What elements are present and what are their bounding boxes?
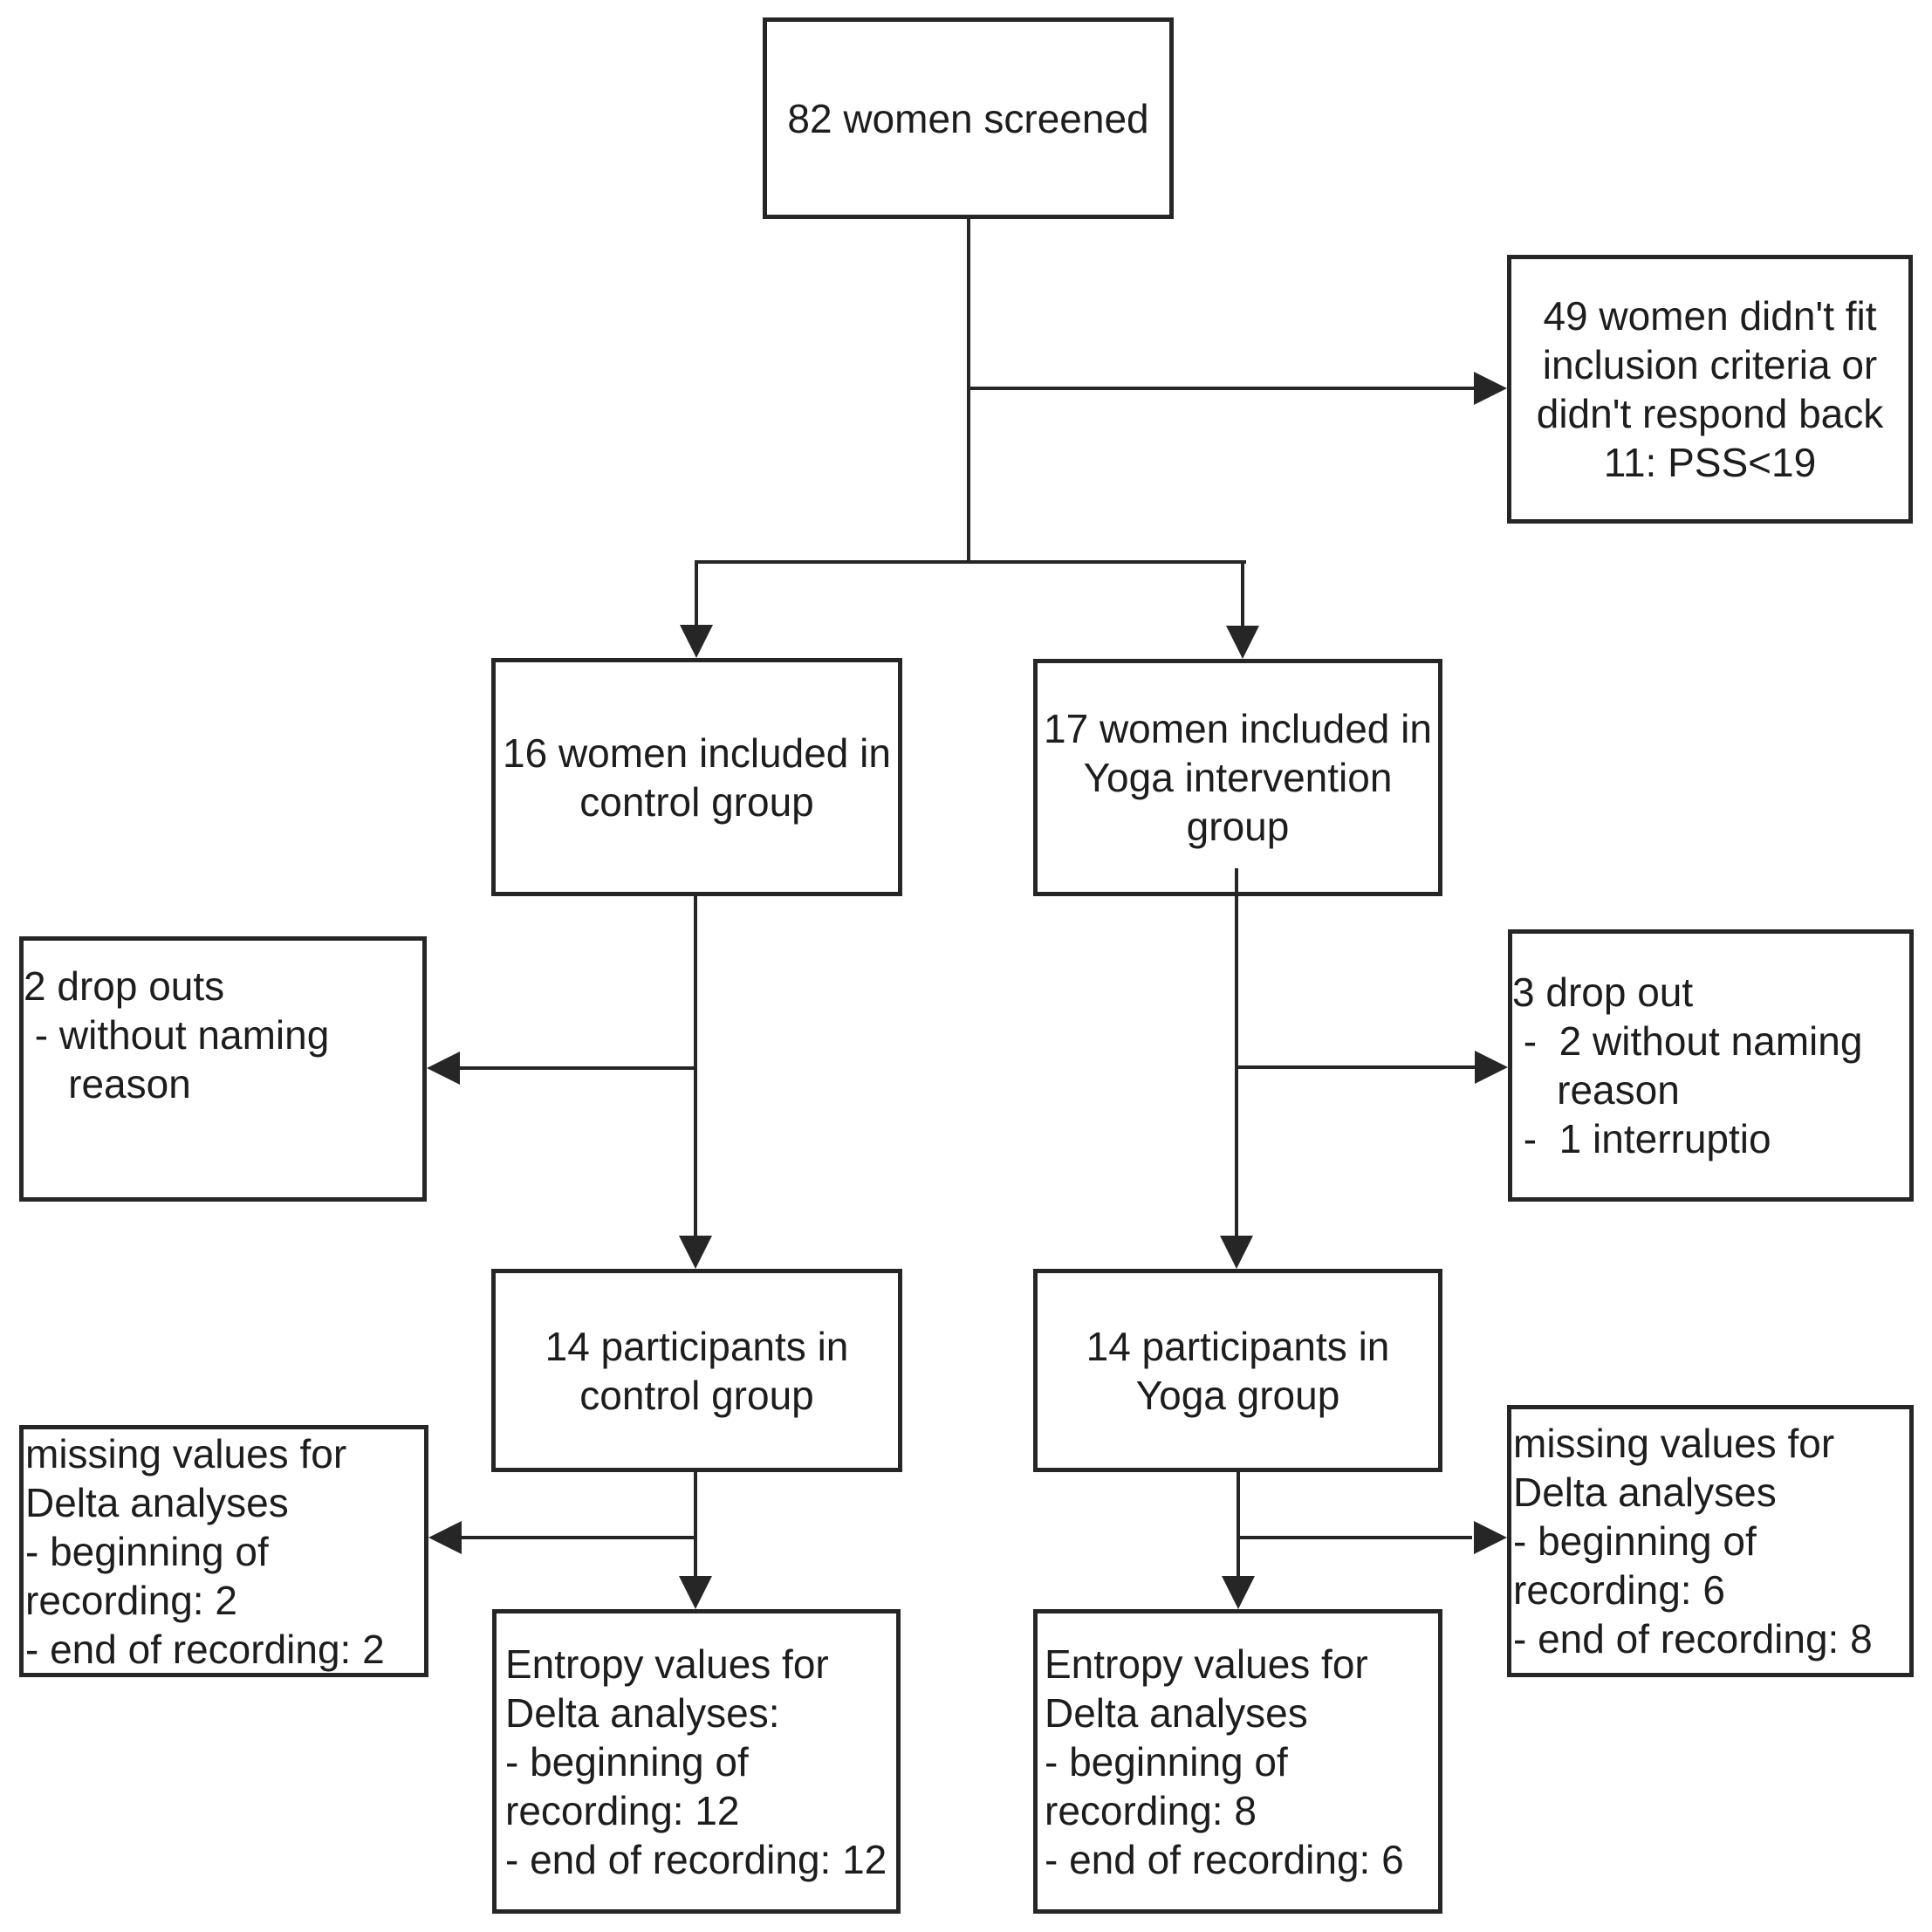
arrowhead-into-control-included [680, 625, 713, 658]
box-text-line: - end of recording: 6 [1045, 1836, 1404, 1882]
connector-to-control-dropouts [458, 1066, 695, 1070]
box-text-line: 17 women included in [1044, 706, 1432, 751]
box-text-line: - beginning of [505, 1738, 749, 1785]
box-text-line: - end of recording: 8 [1513, 1616, 1873, 1661]
box-text-line: 3 drop out [1512, 969, 1694, 1015]
box-text-line: - beginning of [1513, 1518, 1757, 1564]
arrowhead-into-control-dropouts [427, 1052, 460, 1085]
box-text-line: Entropy values for [1045, 1641, 1368, 1687]
box-text-line: Yoga group [1135, 1372, 1340, 1418]
arrowhead-into-yoga-participants [1220, 1236, 1253, 1269]
arrowhead-into-control-missing [428, 1521, 462, 1554]
box-control-dropouts: 2 drop outs - without naming reason [19, 936, 427, 1202]
box-text-line: recording: 8 [1045, 1787, 1257, 1833]
box-text-line: 49 women didn't fit [1543, 293, 1877, 339]
box-text-line: Yoga intervention [1083, 755, 1393, 800]
arrowhead-into-control-entropy [679, 1576, 712, 1609]
box-yoga-dropouts: 3 drop out - 2 without naming reason - 1… [1508, 929, 1914, 1202]
box-women-screened: 82 women screened [763, 17, 1174, 219]
connector-split-bar [695, 560, 1246, 564]
box-text-line: reason [1512, 1067, 1680, 1113]
box-text-line: - beginning of [25, 1528, 269, 1574]
box-text-line: inclusion criteria or [1542, 342, 1878, 387]
connector-to-excluded [969, 387, 1476, 390]
connector-yoga-participants-to-entropy [1237, 1472, 1240, 1578]
connector-to-control-missing [460, 1536, 695, 1539]
connector-control-included-to-participants [694, 896, 697, 1237]
box-text-line: reason [24, 1061, 191, 1106]
box-text-line: - end of recording: 12 [505, 1836, 887, 1882]
box-text-line: control group [579, 1372, 814, 1418]
arrowhead-into-yoga-dropouts [1475, 1051, 1508, 1084]
box-text-line: control group [579, 778, 814, 825]
connector-to-yoga-dropouts [1237, 1065, 1475, 1069]
box-text-line: Delta analyses [1513, 1470, 1777, 1515]
box-text-line: missing values for [25, 1430, 347, 1476]
box-text-line: 14 participants in [545, 1323, 849, 1369]
box-text-line: didn't respond back [1536, 391, 1884, 436]
box-text-line: Entropy values for [505, 1641, 829, 1687]
arrowhead-into-control-participants [679, 1236, 712, 1269]
box-text-line: recording: 6 [1513, 1567, 1725, 1613]
box-text-line: 14 participants in [1086, 1323, 1390, 1369]
connector-yoga-included-to-participants [1235, 868, 1238, 1237]
box-text-line: Delta analyses [1045, 1689, 1308, 1736]
box-text-line: 16 women included in [503, 730, 891, 776]
connector-to-yoga-missing [1238, 1536, 1472, 1539]
box-text-line: Delta analyses [25, 1479, 289, 1525]
box-text-line: 82 women screened [787, 95, 1149, 141]
connector-leg-control [695, 560, 698, 627]
arrowhead-into-yoga-missing [1474, 1521, 1507, 1554]
box-text-line: Delta analyses: [505, 1689, 780, 1736]
connector-trunk-top [967, 219, 970, 562]
box-text-line: - 2 without naming [1512, 1018, 1863, 1064]
arrowhead-into-excluded [1474, 372, 1507, 405]
box-text-line: - without naming [24, 1012, 330, 1058]
connector-control-participants-to-entropy [694, 1472, 697, 1578]
box-text-line: missing values for [1513, 1421, 1835, 1466]
arrowhead-into-yoga-included [1226, 626, 1259, 659]
box-text-line: group [1186, 804, 1290, 849]
box-text-line: - end of recording: 2 [25, 1626, 385, 1672]
arrowhead-into-yoga-entropy [1222, 1576, 1255, 1609]
box-text-line: - beginning of [1045, 1738, 1288, 1785]
box-text-line: 2 drop outs [24, 963, 225, 1009]
box-text-line: - 1 interruptio [1512, 1116, 1771, 1161]
connector-leg-yoga [1241, 560, 1244, 627]
box-text-line: 11: PSS<19 [1603, 440, 1817, 485]
box-text-line: recording: 2 [25, 1577, 237, 1623]
box-text-line: recording: 12 [505, 1787, 740, 1833]
